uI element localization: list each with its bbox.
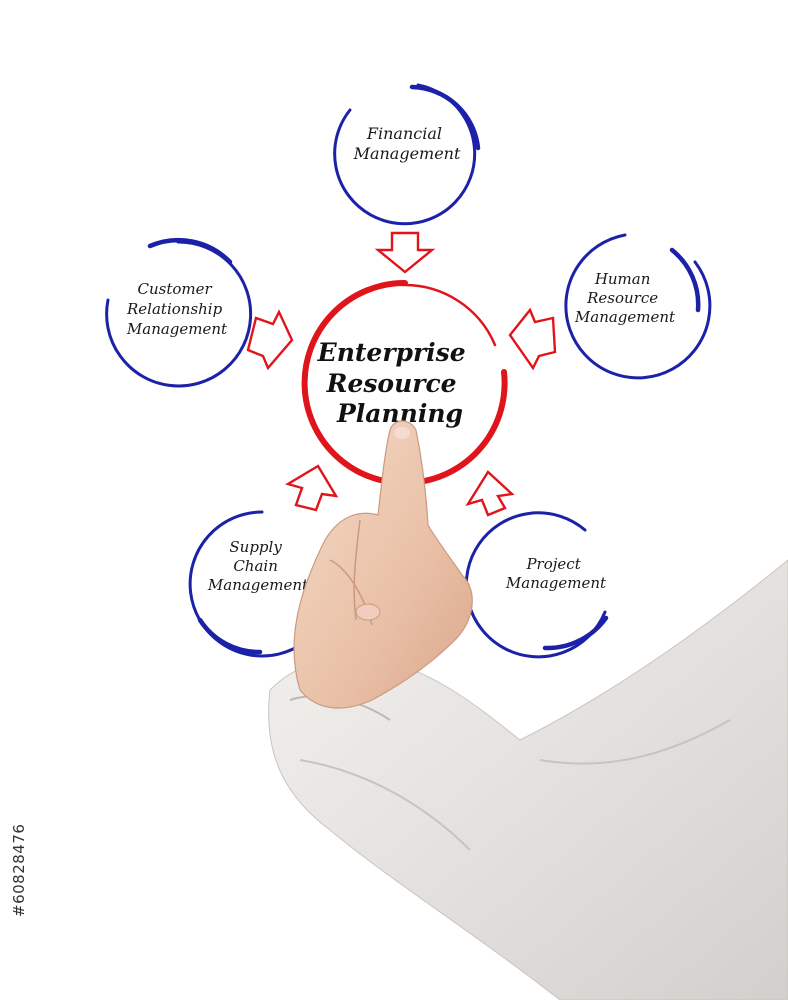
center-label-line: Resource bbox=[326, 369, 457, 398]
node-label-line: Management bbox=[505, 574, 607, 592]
node-human-resource: Human Resource Management bbox=[564, 233, 712, 380]
center-circle bbox=[301, 279, 508, 486]
arrow-from-customer-relationship bbox=[246, 309, 294, 371]
svg-text:Financial Management: Financial Management bbox=[353, 124, 461, 163]
node-label-line: Management bbox=[353, 144, 461, 163]
hand bbox=[293, 420, 473, 709]
svg-text:Supply Chain Manag: Supply Chain Management bbox=[207, 538, 309, 594]
arrow-from-project bbox=[465, 470, 515, 517]
node-label-line: Management bbox=[574, 308, 676, 326]
node-customer-relationship: Customer Relationship Management bbox=[105, 237, 253, 388]
node-label-line: Human bbox=[594, 270, 651, 288]
node-label-line: Project bbox=[525, 555, 581, 573]
arrow-from-financial bbox=[374, 231, 436, 274]
pointing-hand-illustration bbox=[268, 420, 788, 1000]
node-label-line: Customer bbox=[138, 280, 213, 298]
node-financial: Financial Management bbox=[333, 83, 481, 226]
stock-id-watermark: #60828476 bbox=[10, 823, 28, 917]
center-label-line: Enterprise bbox=[317, 338, 466, 367]
node-label-line: Relationship bbox=[126, 300, 223, 318]
node-label-line: Management bbox=[126, 320, 228, 338]
svg-text:Human Resource Man: Human Resource Management bbox=[574, 270, 676, 326]
node-label-line: Chain bbox=[233, 557, 278, 575]
node-label-line: Management bbox=[207, 576, 309, 594]
arrow-from-human-resource bbox=[508, 307, 557, 371]
svg-text:Enterprise Resource: Enterprise Resource Planning bbox=[317, 338, 475, 428]
node-label-line: Financial bbox=[366, 124, 442, 143]
node-label-line: Resource bbox=[586, 289, 658, 307]
node-project: Project Management bbox=[464, 511, 609, 659]
node-label-line: Supply bbox=[229, 538, 282, 556]
arrow-from-supply-chain bbox=[285, 464, 339, 512]
svg-text:Customer Relationship: Customer Relationship Management bbox=[126, 280, 228, 338]
svg-text:Project Management: Project Management bbox=[505, 555, 607, 592]
